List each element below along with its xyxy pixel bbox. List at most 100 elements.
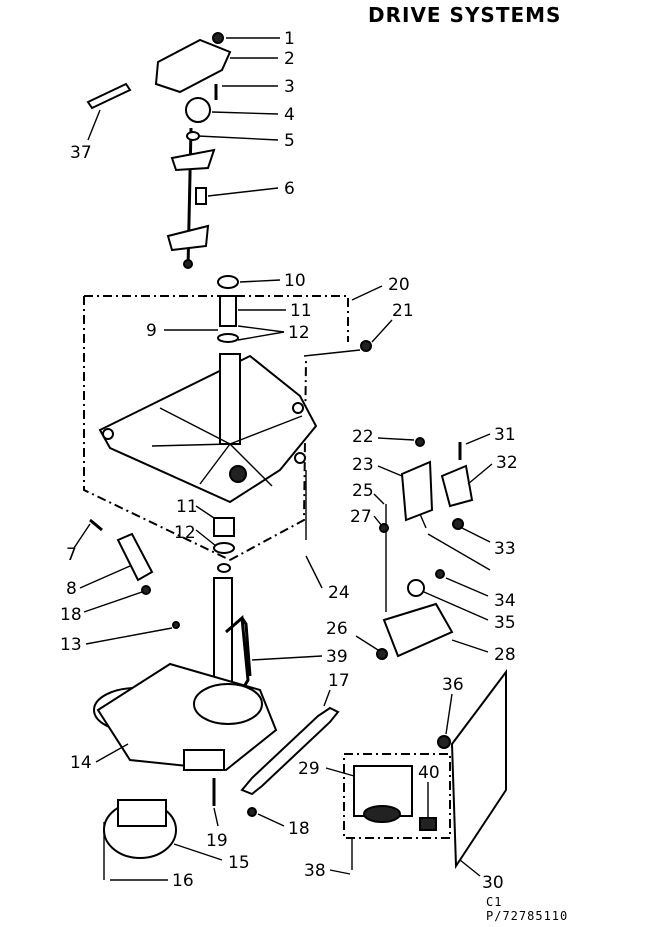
bracket-part-2 xyxy=(154,38,232,94)
nut-part-33 xyxy=(452,518,464,530)
callout-16: 16 xyxy=(172,871,194,891)
nut-part-1 xyxy=(212,32,224,44)
callout-14: 14 xyxy=(70,753,92,773)
callout-24: 24 xyxy=(328,583,350,603)
callout-37: 37 xyxy=(70,143,92,163)
leader-38 xyxy=(329,869,351,875)
callout-6: 6 xyxy=(284,179,295,199)
leader-18b xyxy=(257,813,285,827)
gearcase-foot xyxy=(183,749,225,771)
ring-part-12 xyxy=(217,333,239,343)
leader-36 xyxy=(445,693,453,735)
callout-5: 5 xyxy=(284,131,295,151)
nut-part-18b xyxy=(247,807,257,817)
callout-4: 4 xyxy=(284,105,295,125)
callout-31: 31 xyxy=(494,425,516,445)
callout-10: 10 xyxy=(284,271,306,291)
pin-part-13 xyxy=(172,621,180,629)
plate-hole xyxy=(292,402,304,414)
assembly-box-20-left xyxy=(83,296,231,561)
leader-12 xyxy=(237,325,285,333)
leader-12c xyxy=(195,529,217,547)
callout-9: 9 xyxy=(146,321,157,341)
right-brackets-group xyxy=(303,340,474,660)
lower-ring-12 xyxy=(213,542,235,554)
leader-28 xyxy=(451,639,489,653)
shaft-nut xyxy=(183,259,193,269)
leader-15 xyxy=(173,843,223,861)
panel-part-30 xyxy=(450,669,507,870)
spider-arm xyxy=(159,407,231,445)
leader-17 xyxy=(323,689,331,707)
callout-12: 12 xyxy=(288,323,310,343)
drawing-code-line1: C1 xyxy=(486,895,502,909)
pump-box xyxy=(343,753,451,839)
callout-29: 29 xyxy=(298,759,320,779)
gearcase-hub xyxy=(193,683,263,725)
bearing-part-11 xyxy=(219,295,237,327)
shaft-washer xyxy=(217,563,231,573)
arm-part-17 xyxy=(240,706,340,796)
leader-25 xyxy=(373,493,385,505)
leader-27 xyxy=(373,515,383,527)
screw-part-7 xyxy=(89,518,103,532)
callout-labels: 1 2 3 4 5 6 37 10 20 11 9 12 21 22 31 23… xyxy=(60,29,518,893)
plate-part-28 xyxy=(382,602,454,658)
lower-bearing-11 xyxy=(213,517,235,537)
diagram-title: DRIVE SYSTEMS xyxy=(368,3,561,27)
callout-35: 35 xyxy=(494,613,516,633)
ball-part-4 xyxy=(185,97,211,123)
leader-24 xyxy=(305,555,323,589)
spider-arm xyxy=(199,443,231,485)
screw-part-31b xyxy=(419,513,427,529)
leader-32 xyxy=(467,463,493,485)
nut-part-26 xyxy=(376,648,388,660)
callout-23: 23 xyxy=(352,455,374,475)
callout-22: 22 xyxy=(352,427,374,447)
strip-part-37 xyxy=(86,82,132,110)
clip-part-6 xyxy=(195,187,207,205)
leader-4 xyxy=(211,111,279,115)
callout-19: 19 xyxy=(206,831,228,851)
callout-7: 7 xyxy=(66,545,77,565)
nut-part-21 xyxy=(360,340,372,352)
motor-top xyxy=(117,799,167,827)
spring-part-35 xyxy=(407,579,425,597)
drive-hub xyxy=(229,465,247,483)
callout-27: 27 xyxy=(350,507,372,527)
callout-2: 2 xyxy=(284,49,295,69)
motor-group xyxy=(103,799,177,880)
callout-32: 32 xyxy=(496,453,518,473)
leader-23 xyxy=(377,465,403,477)
nut-part-18 xyxy=(141,585,151,595)
clip-part-34 xyxy=(435,569,445,579)
nut-part-22 xyxy=(415,437,425,447)
leader-39 xyxy=(251,655,323,661)
leader-6 xyxy=(207,187,279,197)
callout-15: 15 xyxy=(228,853,250,873)
callout-12b: 12 xyxy=(174,523,196,543)
gearcase-group xyxy=(93,662,278,806)
leader-33 xyxy=(461,527,491,543)
transmission-plate xyxy=(98,354,318,504)
top-bracket-group xyxy=(86,32,232,123)
transmission-plate-group xyxy=(98,275,318,504)
leader-5 xyxy=(197,135,279,141)
part-36 xyxy=(437,735,451,749)
leader-7 xyxy=(73,523,91,549)
upper-disc xyxy=(170,148,216,172)
callout-36: 36 xyxy=(442,675,464,695)
leader-31 xyxy=(465,433,491,445)
leader-13 xyxy=(85,627,173,645)
callout-3: 3 xyxy=(284,77,295,97)
callout-20: 20 xyxy=(388,275,410,295)
spider-arm xyxy=(229,443,273,487)
leader-29 xyxy=(325,767,355,777)
leader-14 xyxy=(95,743,129,763)
spider-arm xyxy=(151,443,231,447)
washer-part-5 xyxy=(186,131,200,141)
callout-18b: 18 xyxy=(288,819,310,839)
leader-12b xyxy=(237,331,285,341)
callout-18: 18 xyxy=(60,605,82,625)
